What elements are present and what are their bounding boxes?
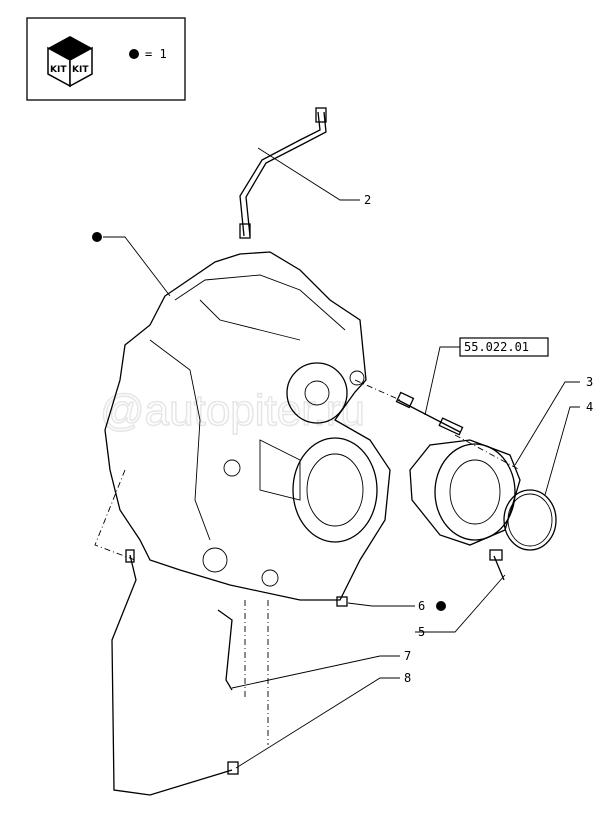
callout-2: 2	[364, 193, 371, 207]
transmission-housing	[104, 251, 391, 601]
sensor-part	[397, 399, 461, 433]
kit-dot-housing-icon	[92, 232, 102, 242]
callout-7: 7	[404, 649, 411, 663]
kit-box-icon: KIT KIT	[47, 36, 93, 88]
callout-6: 6	[418, 599, 425, 613]
cover-part-3	[409, 439, 521, 546]
pipe-part-7	[217, 609, 233, 691]
kit-text-left: KIT	[50, 65, 67, 75]
kit-text-right: KIT	[72, 65, 89, 75]
kit-legend: KIT KIT = 1	[26, 17, 186, 101]
callout-3: 3	[586, 375, 593, 389]
plug-part-6	[336, 596, 348, 607]
o-ring-part-4	[503, 489, 557, 551]
callout-4: 4	[586, 400, 593, 414]
watermark: @autopiter.ru	[100, 386, 365, 435]
callout-5: 5	[418, 625, 425, 639]
kit-equals-label: = 1	[145, 47, 167, 61]
pipe-part-8	[111, 554, 233, 796]
pipe-part-2	[239, 111, 321, 237]
reference-label[interactable]: 55.022.01	[464, 340, 529, 354]
kit-dot-icon	[129, 49, 139, 59]
kit-dot-part-6-icon	[436, 601, 446, 611]
callout-8: 8	[404, 671, 411, 685]
